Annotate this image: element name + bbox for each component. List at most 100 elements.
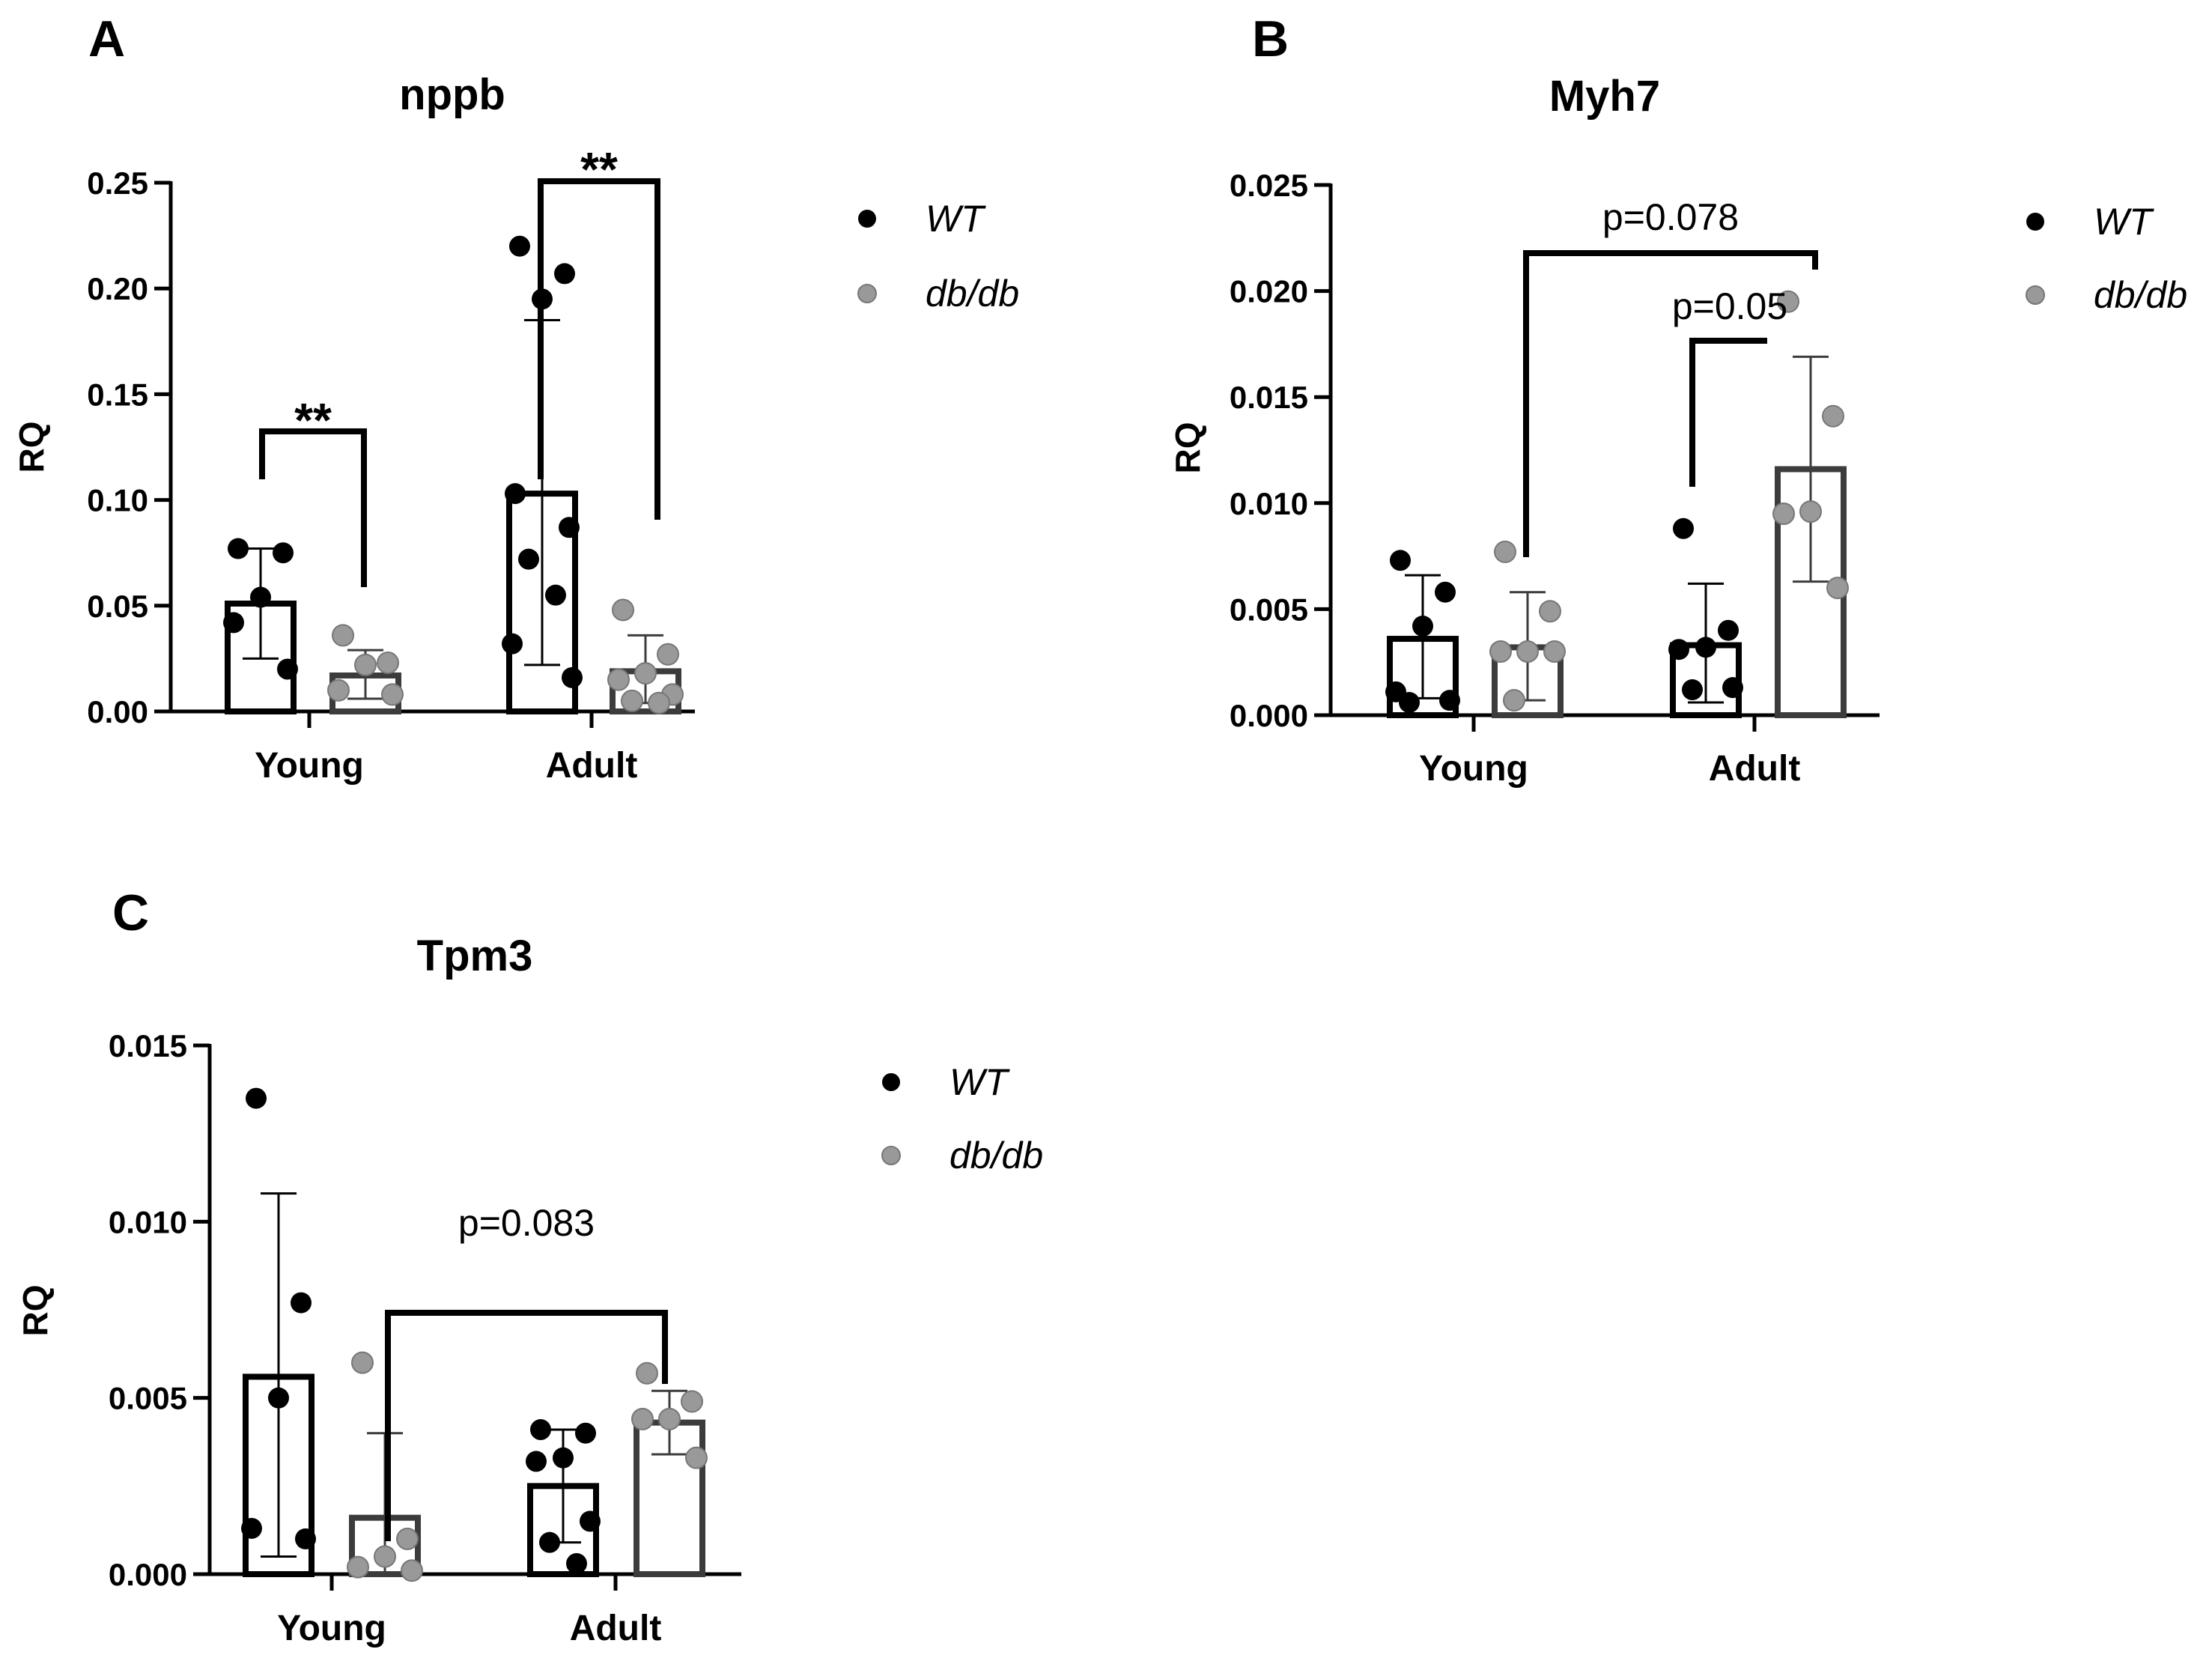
data-point-WT [526,1451,547,1472]
chart-title: nppb [399,70,505,119]
y-tick-label: 0.00 [87,694,148,729]
data-point-db/db [1543,640,1566,664]
data-point-db/db [401,1559,423,1582]
data-point-WT [228,538,249,559]
panel-letter: B [1252,10,1289,67]
data-point-WT [291,1292,312,1314]
legend-label: WT [926,198,986,240]
data-point-db/db [621,689,643,712]
data-point-WT [575,1422,596,1444]
legend-label: db/db [926,273,1019,315]
data-point-db/db [1799,500,1822,523]
data-point-db/db [648,691,670,714]
y-tick-label: 0.005 [109,1381,187,1416]
legend-marker [2026,213,2044,231]
data-point-db/db [634,662,657,685]
data-point-WT [1390,550,1411,571]
data-point-WT [505,483,526,505]
data-point-WT [223,612,244,634]
legend-marker [2026,285,2045,305]
x-tick-label: Young [1419,749,1528,789]
data-point-db/db [347,1555,369,1579]
y-tick-label: 0.020 [1230,274,1308,309]
y-tick-label: 0.05 [87,589,148,624]
x-tick-label: Adult [546,746,638,786]
data-point-WT [1695,637,1716,658]
data-point-WT [539,1531,560,1553]
data-point-db/db [657,643,679,666]
legend-marker [858,210,876,228]
data-point-db/db [1826,577,1849,600]
data-point-db/db [327,678,350,702]
data-point-WT [509,235,530,257]
data-point-db/db [1489,640,1512,664]
data-point-db/db [1539,600,1561,623]
data-point-db/db [636,1361,658,1385]
y-tick-label: 0.25 [87,166,148,201]
data-point-db/db [1494,540,1516,563]
data-point-WT [518,548,539,570]
data-point-WT [295,1528,316,1549]
significance-bracket [385,1310,668,1541]
legend-label: WT [2094,201,2154,243]
data-point-WT [273,542,294,564]
data-point-WT [1399,692,1420,714]
data-point-WT [1673,517,1694,539]
data-point-WT [241,1517,262,1539]
data-point-db/db [658,1407,681,1430]
data-point-WT [1718,619,1739,641]
panel-letter: A [88,10,125,67]
data-point-WT [1682,679,1703,701]
y-tick-label: 0.010 [1230,486,1308,521]
data-point-WT [559,517,580,538]
data-point-WT [554,263,575,285]
data-point-WT [1412,616,1433,637]
y-tick-label: 0.10 [87,483,148,518]
y-axis-label: RQ [16,1285,55,1337]
significance-label: ** [294,393,332,447]
y-axis-label: RQ [1168,422,1207,474]
data-point-WT [246,1087,267,1109]
data-point-db/db [374,1545,396,1568]
data-point-db/db [612,598,634,622]
data-point-db/db [681,1390,703,1413]
significance-label: p=0.05 [1672,285,1787,327]
data-point-db/db [1772,502,1795,525]
legend-label: db/db [949,1135,1043,1176]
data-point-db/db [631,1407,654,1430]
data-point-db/db [1822,404,1844,428]
significance-bracket [259,428,367,587]
data-point-WT [545,584,566,606]
data-point-WT [1435,581,1456,603]
data-point-WT [1439,690,1460,711]
y-tick-label: 0.000 [109,1557,187,1592]
significance-bracket [1689,338,1767,487]
significance-label: p=0.078 [1602,196,1739,238]
legend-marker [881,1146,901,1165]
data-point-WT [530,1419,551,1441]
data-point-db/db [685,1446,708,1469]
data-point-WT [250,586,271,608]
significance-label: p=0.083 [458,1202,595,1244]
data-point-db/db [607,668,630,691]
data-point-db/db [396,1527,419,1550]
y-tick-label: 0.010 [109,1204,187,1239]
y-axis-label: RQ [12,422,51,473]
x-tick-label: Adult [570,1609,662,1648]
chart-title: Myh7 [1549,72,1660,121]
panel-letter: C [112,884,149,941]
legend-label: db/db [2094,274,2187,316]
legend-marker [857,284,877,303]
y-tick-label: 0.15 [87,377,148,412]
data-point-WT [553,1447,574,1469]
legend-marker [882,1073,900,1091]
data-point-db/db [332,624,354,647]
data-point-WT [566,1552,587,1574]
panel-B: BMyh7RQ0.0000.0050.0100.0150.0200.025You… [1168,10,2187,789]
y-tick-label: 0.015 [109,1028,187,1063]
data-point-WT [1668,639,1689,661]
data-point-WT [268,1387,289,1409]
y-tick-label: 0.000 [1230,698,1308,733]
